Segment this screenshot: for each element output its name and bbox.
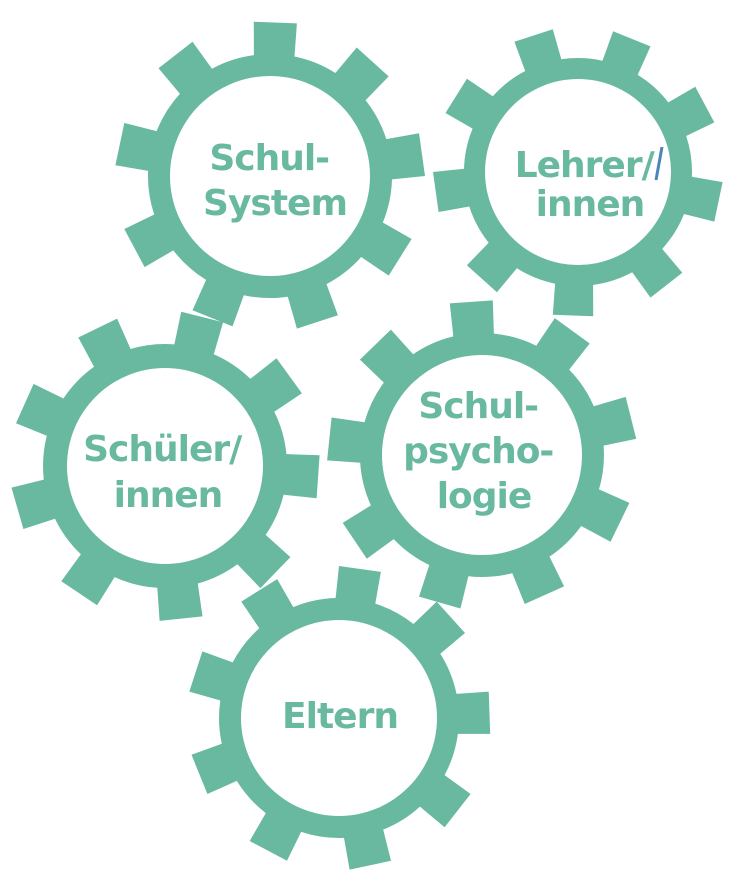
gear-schueler-innen-line-1: Schüler/ bbox=[83, 429, 243, 470]
gear-schul-system-center bbox=[170, 76, 370, 276]
gear-lehrer-innen-line-2: innen bbox=[536, 184, 645, 225]
gear-schulpsychologie-line-1: Schul- bbox=[418, 386, 538, 427]
gear-eltern: Eltern bbox=[189, 566, 491, 870]
gear-lehrer-innen-label: Lehrer/ innen bbox=[515, 145, 666, 225]
gear-schueler-innen-line-2: innen bbox=[114, 475, 223, 516]
gear-eltern-line-1: Eltern bbox=[282, 696, 398, 737]
gear-eltern-center bbox=[241, 620, 437, 816]
gear-schulpsychologie: Schul- psycho- logie bbox=[327, 300, 637, 609]
gear-schul-system-line-1: Schul- bbox=[209, 138, 329, 179]
gear-schueler-innen: Schüler/ innen bbox=[11, 311, 320, 621]
gear-lehrer-innen-line-1: Lehrer/ bbox=[515, 145, 656, 186]
gear-lehrer-innen-center bbox=[485, 79, 671, 265]
gear-schul-system-label: Schul- System bbox=[203, 138, 347, 224]
gear-lehrer-innen: Lehrer/ innen bbox=[433, 29, 723, 317]
gear-schulpsychologie-line-3: logie bbox=[437, 476, 532, 517]
gear-schueler-innen-center bbox=[67, 368, 263, 564]
gear-schueler-innen-label: Schüler/ innen bbox=[83, 429, 253, 516]
gear-schul-system: Schul- System bbox=[115, 21, 426, 329]
slash-accent-mark bbox=[654, 146, 664, 181]
gear-eltern-label: Eltern bbox=[282, 696, 398, 737]
gear-schulpsychologie-line-2: psycho- bbox=[403, 431, 553, 472]
gear-schulpsychologie-label: Schul- psycho- logie bbox=[403, 386, 565, 517]
gear-schulpsychologie-center bbox=[382, 355, 582, 555]
gear-schul-system-line-2: System bbox=[203, 183, 347, 224]
